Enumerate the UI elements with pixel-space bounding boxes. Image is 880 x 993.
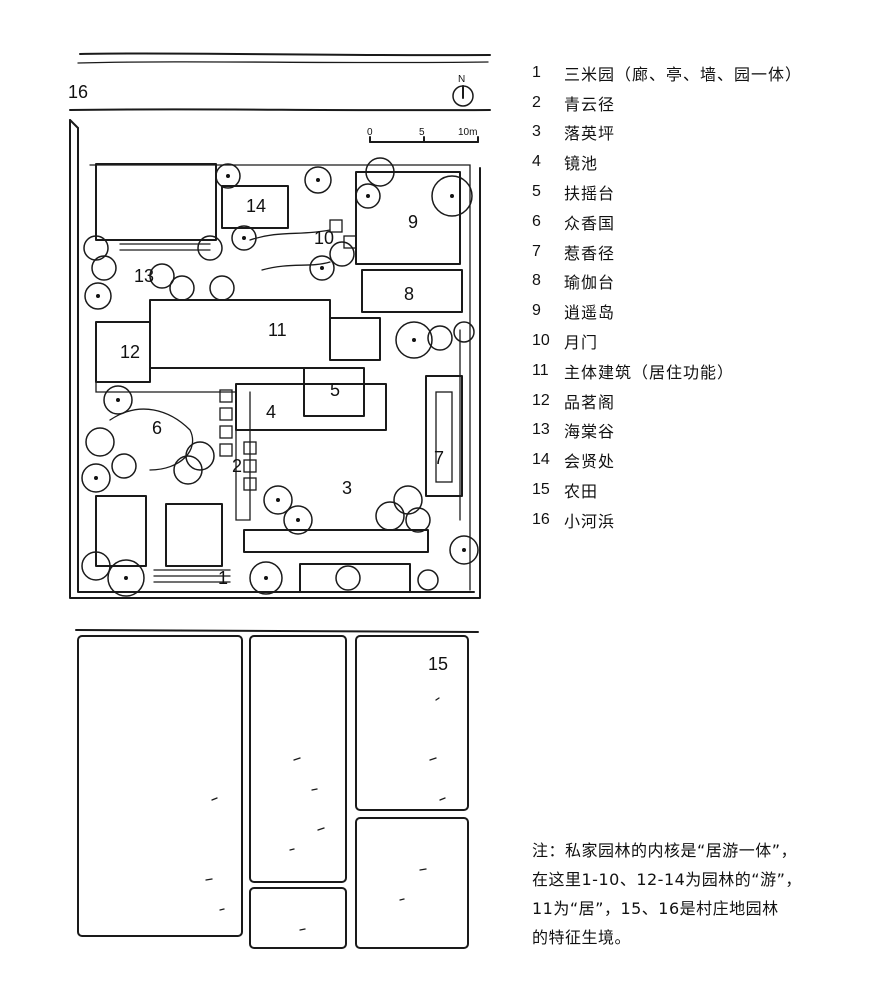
legend-name: 镜池: [564, 154, 599, 174]
legend-item: 10 月门: [532, 326, 802, 356]
area-label-11: 11: [268, 320, 287, 340]
area-label-4: 4: [266, 402, 276, 422]
legend-number: 4: [532, 153, 541, 171]
scale-label-0: 0: [367, 127, 373, 138]
area-label-8: 8: [404, 284, 414, 304]
area-label-13: 13: [134, 266, 154, 286]
stepping-stones: [109, 219, 461, 521]
legend-number: 15: [532, 481, 550, 499]
legend-number: 8: [532, 272, 541, 290]
site-plan-drawing: N 0 5 10m: [68, 52, 491, 949]
legend-name: 农田: [564, 482, 599, 502]
area-label-9: 9: [408, 212, 418, 232]
legend-name: 会贤处: [564, 452, 616, 472]
north-arrow-icon: N: [452, 74, 474, 107]
legend-number: 6: [532, 212, 541, 230]
legend-number: 12: [532, 391, 550, 409]
legend-item: 9 逍遥岛: [532, 296, 802, 326]
area-label-12: 12: [120, 342, 140, 362]
legend-number: 11: [532, 361, 549, 379]
legend-item: 13 海棠谷: [532, 416, 802, 446]
area-label-6: 6: [152, 418, 162, 438]
legend-number: 14: [532, 451, 550, 469]
footnote-line: 在这里1-10、12-14为园林的“游”，: [532, 870, 802, 889]
legend-name: 扶摇台: [564, 184, 616, 204]
area-label-1: 1: [218, 568, 228, 588]
legend-item: 8 瑜伽台: [532, 267, 802, 297]
trees: [81, 157, 479, 597]
legend-number: 13: [532, 421, 550, 439]
river-edge: [69, 52, 491, 112]
legend-number: 9: [532, 302, 541, 320]
buildings: [95, 163, 463, 593]
legend-item: 15 农田: [532, 475, 802, 505]
legend-item: 16 小河浜: [532, 505, 802, 535]
legend-item: 3 落英坪: [532, 118, 802, 148]
legend-name: 品茗阁: [564, 392, 616, 412]
legend-number: 16: [532, 510, 550, 528]
legend-name: 主体建筑（居住功能）: [564, 362, 735, 382]
area-label-5: 5: [330, 380, 340, 400]
footnote-line: 的特征生境。: [532, 928, 632, 947]
legend-name: 落英坪: [564, 124, 616, 144]
legend-item: 6 众香国: [532, 207, 802, 237]
scale-label-10: 10m: [458, 127, 477, 138]
scale-label-5: 5: [419, 127, 425, 138]
legend-item: 2 青云径: [532, 88, 802, 118]
legend-item: 7 惹香径: [532, 237, 802, 267]
legend-name: 众香国: [564, 213, 616, 233]
legend-item: 1 三米园（廊、亭、墙、园一体）: [532, 58, 802, 88]
legend-item: 4 镜池: [532, 147, 802, 177]
legend-number: 5: [532, 183, 541, 201]
farmland: [75, 629, 479, 949]
legend-number: 3: [532, 123, 541, 141]
area-label-3: 3: [342, 478, 352, 498]
legend-item: 5 扶摇台: [532, 177, 802, 207]
legend-item: 14 会贤处: [532, 445, 802, 475]
legend-item: 11 主体建筑（居住功能）: [532, 356, 802, 386]
legend-number: 2: [532, 93, 541, 111]
legend-number: 7: [532, 242, 541, 260]
legend-name: 瑜伽台: [564, 273, 616, 293]
area-labels: 1 2 3 4 5 6 7 8 9 10 11 12 13 14 15 16: [68, 82, 448, 674]
footnote-line: 11为“居”，15、16是村庄地园林: [532, 899, 779, 918]
footnote: 注：私家园林的内核是“居游一体”， 在这里1-10、12-14为园林的“游”， …: [532, 836, 852, 952]
legend-item: 12 品茗阁: [532, 386, 802, 416]
area-label-10: 10: [314, 228, 334, 248]
legend-name: 海棠谷: [564, 422, 616, 442]
footnote-line: 注：私家园林的内核是“居游一体”，: [532, 841, 798, 860]
area-label-2: 2: [232, 456, 242, 476]
legend-name: 逍遥岛: [564, 303, 616, 323]
legend-name: 青云径: [564, 94, 616, 114]
legend-name: 月门: [564, 333, 599, 353]
scale-bar: 0 5 10m: [367, 127, 479, 143]
area-label-14: 14: [246, 196, 266, 216]
legend-number: 10: [532, 332, 550, 350]
area-label-7: 7: [434, 448, 444, 468]
legend-number: 1: [532, 63, 541, 81]
area-label-15: 15: [428, 654, 448, 674]
legend-name: 小河浜: [564, 511, 616, 531]
north-label: N: [458, 74, 465, 85]
legend-name: 惹香径: [564, 243, 616, 263]
legend-name: 三米园（廊、亭、墙、园一体）: [564, 64, 803, 84]
area-label-16: 16: [68, 82, 88, 102]
